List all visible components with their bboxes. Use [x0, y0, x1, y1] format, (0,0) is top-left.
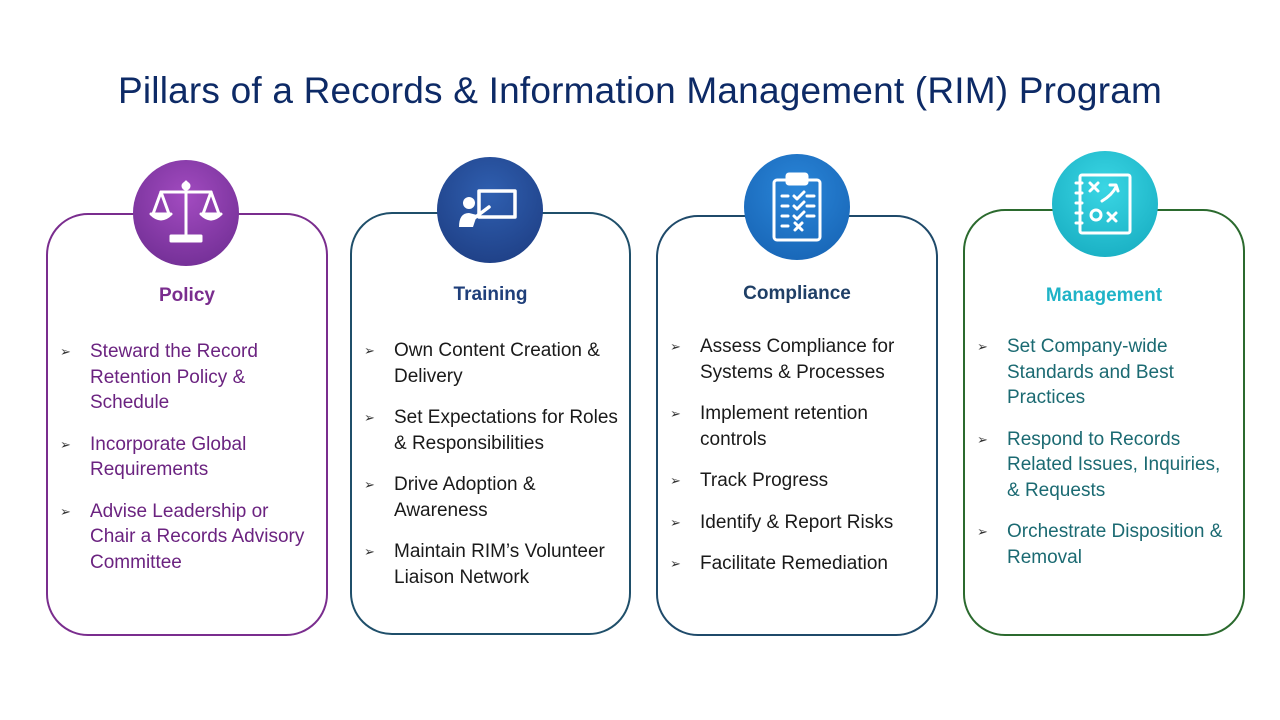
pillar-card-policy: Policy ➢Steward the Record Retention Pol…: [46, 213, 328, 636]
strategy-plan-icon: [1052, 151, 1158, 257]
bullet-arrow-icon: ➢: [364, 410, 375, 425]
bullet-arrow-icon: ➢: [670, 514, 681, 530]
bullet-arrow-icon: ➢: [670, 406, 681, 421]
bullet-arrow-icon: ➢: [977, 524, 988, 539]
pillar-bullets-training: ➢Own Content Creation & Delivery ➢Set Ex…: [364, 338, 619, 606]
pillar-heading-management: Management: [1045, 285, 1163, 306]
bullet-arrow-icon: ➢: [60, 344, 71, 359]
pillar-card-management: Management ➢Set Company-wide Standards a…: [963, 209, 1245, 636]
bullet-arrow-icon: ➢: [60, 503, 71, 519]
list-item: ➢Identify & Report Risks: [670, 510, 926, 536]
bullet-arrow-icon: ➢: [364, 343, 375, 358]
scales-icon: [133, 160, 239, 266]
list-item: ➢Assess Compliance for Systems & Process…: [670, 336, 895, 383]
list-item: ➢Own Content Creation & Delivery: [364, 340, 600, 387]
list-item: ➢Implement retention controls: [670, 403, 868, 450]
pillar-card-compliance: Compliance ➢Assess Compliance for System…: [656, 215, 938, 636]
list-item: ➢Respond to Records Related Issues, Inqu…: [977, 428, 1221, 501]
pillar-heading-policy: Policy: [159, 285, 215, 306]
bullet-arrow-icon: ➢: [670, 556, 681, 571]
presentation-board-icon: [437, 157, 543, 263]
page-title: Pillars of a Records & Information Manag…: [117, 70, 1163, 111]
bullet-arrow-icon: ➢: [364, 544, 375, 559]
bullet-arrow-icon: ➢: [977, 431, 988, 447]
pillar-bullets-management: ➢Set Company-wide Standards and Best Pra…: [977, 334, 1233, 586]
list-item: ➢Track Progress: [670, 468, 926, 494]
list-item: ➢Facilitate Remediation: [670, 551, 926, 577]
list-item: ➢Orchestrate Disposition & Removal: [977, 521, 1223, 568]
list-item: ➢Drive Adoption & Awareness: [364, 474, 536, 521]
list-item: ➢Advise Leadership or Chair a Records Ad…: [60, 500, 305, 573]
bullet-arrow-icon: ➢: [60, 436, 71, 452]
pillar-bullets-policy: ➢Steward the Record Retention Policy & S…: [60, 339, 316, 591]
list-item: ➢Incorporate Global Requirements: [60, 433, 247, 481]
pillar-heading-compliance: Compliance: [743, 283, 851, 304]
list-item: ➢Maintain RIM’s Volunteer Liaison Networ…: [364, 541, 605, 588]
list-item: ➢Steward the Record Retention Policy & S…: [60, 341, 258, 413]
pillar-card-training: Training ➢Own Content Creation & Deliver…: [350, 212, 631, 635]
pillar-heading-training: Training: [453, 284, 528, 305]
bullet-arrow-icon: ➢: [977, 339, 988, 354]
bullet-arrow-icon: ➢: [670, 473, 681, 488]
list-item: ➢Set Expectations for Roles & Responsibi…: [364, 407, 618, 454]
clipboard-checklist-icon: [744, 154, 850, 260]
pillar-bullets-compliance: ➢Assess Compliance for Systems & Process…: [670, 334, 926, 593]
bullet-arrow-icon: ➢: [670, 339, 681, 354]
list-item: ➢Set Company-wide Standards and Best Pra…: [977, 336, 1174, 408]
bullet-arrow-icon: ➢: [364, 477, 375, 492]
